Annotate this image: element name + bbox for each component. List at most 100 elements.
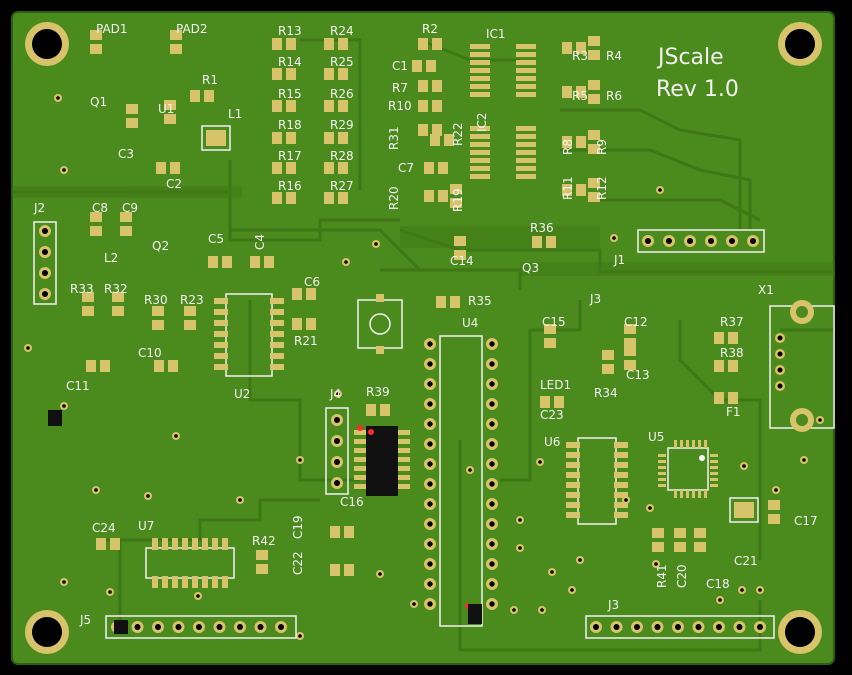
- silk-label: L2: [104, 251, 118, 265]
- silk-label: R22: [451, 122, 465, 146]
- silk-label: IC1: [486, 27, 506, 41]
- ic-footprints: [145, 44, 718, 627]
- silk-label: R33: [70, 282, 94, 296]
- silk-label: R28: [330, 149, 354, 163]
- silk-label: R1: [202, 73, 218, 87]
- silk-label: C19: [291, 515, 305, 539]
- silk-label: U7: [138, 519, 154, 533]
- silk-label: C4: [253, 234, 267, 250]
- smd-pads: [82, 30, 780, 576]
- silk-label: X1: [758, 283, 774, 297]
- silk-label: C23: [540, 408, 564, 422]
- silk-label: C22: [291, 551, 305, 575]
- silk-label: J1: [613, 253, 625, 267]
- silk-label: C18: [706, 577, 730, 591]
- silk-label: C10: [138, 346, 162, 360]
- silk-label: R26: [330, 87, 354, 101]
- silk-label: Q1: [90, 95, 107, 109]
- silk-label: R18: [278, 118, 302, 132]
- silk-label: U5: [648, 430, 664, 444]
- silk-label: J4: [329, 387, 341, 401]
- silk-label: C9: [122, 201, 138, 215]
- silk-label: R29: [330, 118, 354, 132]
- silk-label: R14: [278, 55, 302, 69]
- silk-label: R36: [530, 221, 554, 235]
- silk-label: R34: [594, 386, 618, 400]
- silk-label: F1: [726, 405, 741, 419]
- silk-label: R12: [595, 176, 609, 200]
- silk-label: C11: [66, 379, 90, 393]
- x1-connector: [769, 300, 835, 432]
- silk-label: C17: [794, 514, 818, 528]
- small-ics: [48, 410, 482, 634]
- silk-label: C8: [92, 201, 108, 215]
- silk-label: J2: [33, 201, 45, 215]
- silk-label: R9: [595, 139, 609, 155]
- silk-label: R19: [451, 188, 465, 212]
- silk-label: L1: [228, 107, 242, 121]
- silk-label: LED1: [540, 378, 571, 392]
- silk-label: U1: [158, 102, 174, 116]
- silk-label: C16: [340, 495, 364, 509]
- silk-label: R25: [330, 55, 354, 69]
- silk-label: R8: [561, 139, 575, 155]
- silk-label: C3: [118, 147, 134, 161]
- silk-label: R21: [294, 334, 318, 348]
- silk-label: R24: [330, 24, 354, 38]
- silk-label: U2: [234, 387, 250, 401]
- silk-label: R23: [180, 293, 204, 307]
- silk-label: R13: [278, 24, 302, 38]
- silk-label: J3: [589, 292, 601, 306]
- board-revision: Rev 1.0: [656, 77, 739, 102]
- silk-label: C24: [92, 521, 116, 535]
- silk-label: C5: [208, 232, 224, 246]
- push-button: [357, 294, 403, 354]
- silk-label: R27: [330, 179, 354, 193]
- silk-label: R16: [278, 179, 302, 193]
- silk-label: R5: [572, 89, 588, 103]
- mounting-holes: [25, 22, 822, 654]
- silk-label: C20: [675, 564, 689, 588]
- silk-label: J3: [607, 598, 619, 612]
- silk-label: R38: [720, 346, 744, 360]
- silk-label: R4: [606, 49, 622, 63]
- silk-label: J5: [79, 613, 91, 627]
- silk-label: C14: [450, 254, 474, 268]
- silk-label: PAD2: [176, 22, 208, 36]
- silk-label: C2: [166, 177, 182, 191]
- silk-label: C15: [542, 315, 566, 329]
- silk-label: R37: [720, 315, 744, 329]
- silk-label: R42: [252, 534, 276, 548]
- silk-label: R32: [104, 282, 128, 296]
- silk-label: C13: [626, 368, 650, 382]
- silk-label: U6: [544, 435, 560, 449]
- silk-label: R17: [278, 149, 302, 163]
- silk-label: R20: [387, 186, 401, 210]
- silk-label: Q2: [152, 239, 169, 253]
- silk-label: R10: [388, 99, 412, 113]
- silk-label: C12: [624, 315, 648, 329]
- silk-label: IC2: [475, 112, 489, 132]
- silk-label: R30: [144, 293, 168, 307]
- silk-label: R41: [655, 564, 669, 588]
- silk-label: R3: [572, 49, 588, 63]
- silk-label: C7: [398, 161, 414, 175]
- silk-label: C21: [734, 554, 758, 568]
- silk-label: R6: [606, 89, 622, 103]
- copper-fill: [12, 186, 834, 276]
- pin1-markers: [357, 425, 471, 609]
- silk-label: R2: [422, 22, 438, 36]
- silk-label: R15: [278, 87, 302, 101]
- silk-label: R7: [392, 81, 408, 95]
- silk-label: R35: [468, 294, 492, 308]
- silk-label: R31: [387, 126, 401, 150]
- silk-label: PAD1: [96, 22, 128, 36]
- silk-label: Q3: [522, 261, 539, 275]
- silk-label: C6: [304, 275, 320, 289]
- silk-label: R39: [366, 385, 390, 399]
- silk-label: U4: [462, 316, 478, 330]
- silk-label: C1: [392, 59, 408, 73]
- silk-label: R11: [561, 176, 575, 200]
